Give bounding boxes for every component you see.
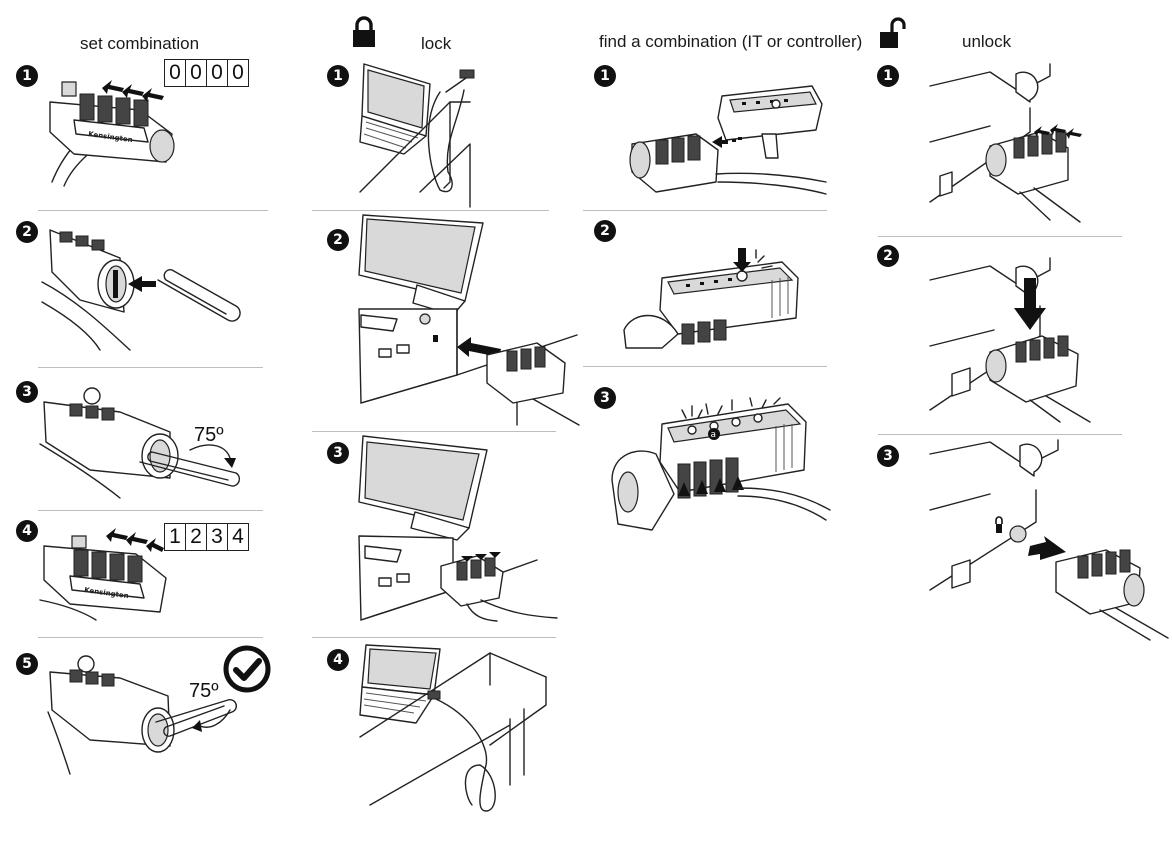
callout-marker <box>708 428 720 440</box>
divider <box>312 431 556 432</box>
divider <box>38 510 263 511</box>
digit: 0 <box>206 60 227 86</box>
controller-read-combination-illustration: a <box>608 384 833 534</box>
combination-display-initial: 0 0 0 0 <box>164 59 249 87</box>
paperclip-rotate-illustration <box>40 382 250 500</box>
laptop-cable-illustration <box>360 62 490 207</box>
step-number: 2 <box>594 220 616 242</box>
step-number: 4 <box>16 520 38 542</box>
step-number: 4 <box>327 649 349 671</box>
combination-display-new: 1 2 3 4 <box>164 523 249 551</box>
divider <box>878 236 1122 237</box>
step-number: 3 <box>327 442 349 464</box>
title-lock: lock <box>421 34 452 53</box>
padlock-locked-icon <box>353 16 375 47</box>
title-find-combination: find a combination (IT or controller) <box>599 32 863 51</box>
divider <box>38 367 263 368</box>
unlock-press-illustration <box>930 250 1122 422</box>
callout-label: a <box>711 430 717 440</box>
controller-attach-illustration <box>626 82 826 202</box>
digit: 2 <box>185 524 206 550</box>
step-number: 5 <box>16 653 38 675</box>
divider <box>38 210 268 211</box>
unlock-remove-illustration <box>930 440 1170 640</box>
lock-dial-illustration: Kensington <box>44 80 184 187</box>
title-unlock: unlock <box>962 32 1012 51</box>
digit: 1 <box>169 525 181 548</box>
divider <box>312 210 549 211</box>
step-number: 2 <box>327 229 349 251</box>
controller-press-illustration <box>622 248 817 348</box>
digit: 4 <box>227 524 248 550</box>
step-number: 1 <box>594 65 616 87</box>
checkmark-circle-icon <box>222 644 272 694</box>
divider <box>312 637 556 638</box>
step-number: 3 <box>16 381 38 403</box>
step-number: 1 <box>877 65 899 87</box>
step-number: 1 <box>327 65 349 87</box>
digit: 0 <box>185 60 206 86</box>
digit: 0 <box>169 61 181 84</box>
laptop-lock-inserted-illustration <box>357 436 557 621</box>
step-number: 2 <box>877 245 899 267</box>
laptop-desk-cable-illustration <box>360 645 550 815</box>
digit: 0 <box>227 60 248 86</box>
paperclip-rotate-back-illustration <box>40 652 240 774</box>
laptop-slot-lock-illustration <box>357 215 582 425</box>
rotation-angle-label: 75º <box>194 424 224 446</box>
divider <box>38 637 263 638</box>
step-number: 2 <box>16 221 38 243</box>
step-number: 3 <box>594 387 616 409</box>
paperclip-reset-illustration <box>40 222 250 350</box>
step-number: 3 <box>877 445 899 467</box>
divider <box>878 434 1122 435</box>
lock-dial-new-illustration: Kensington <box>40 528 170 620</box>
divider <box>583 366 827 367</box>
unlock-dial-illustration <box>930 62 1082 222</box>
padlock-unlocked-icon <box>880 18 906 48</box>
divider <box>583 210 827 211</box>
step-number: 1 <box>16 65 38 87</box>
rotation-angle-label: 75º <box>189 680 219 702</box>
title-set-combination: set combination <box>80 34 200 53</box>
digit: 3 <box>206 524 227 550</box>
